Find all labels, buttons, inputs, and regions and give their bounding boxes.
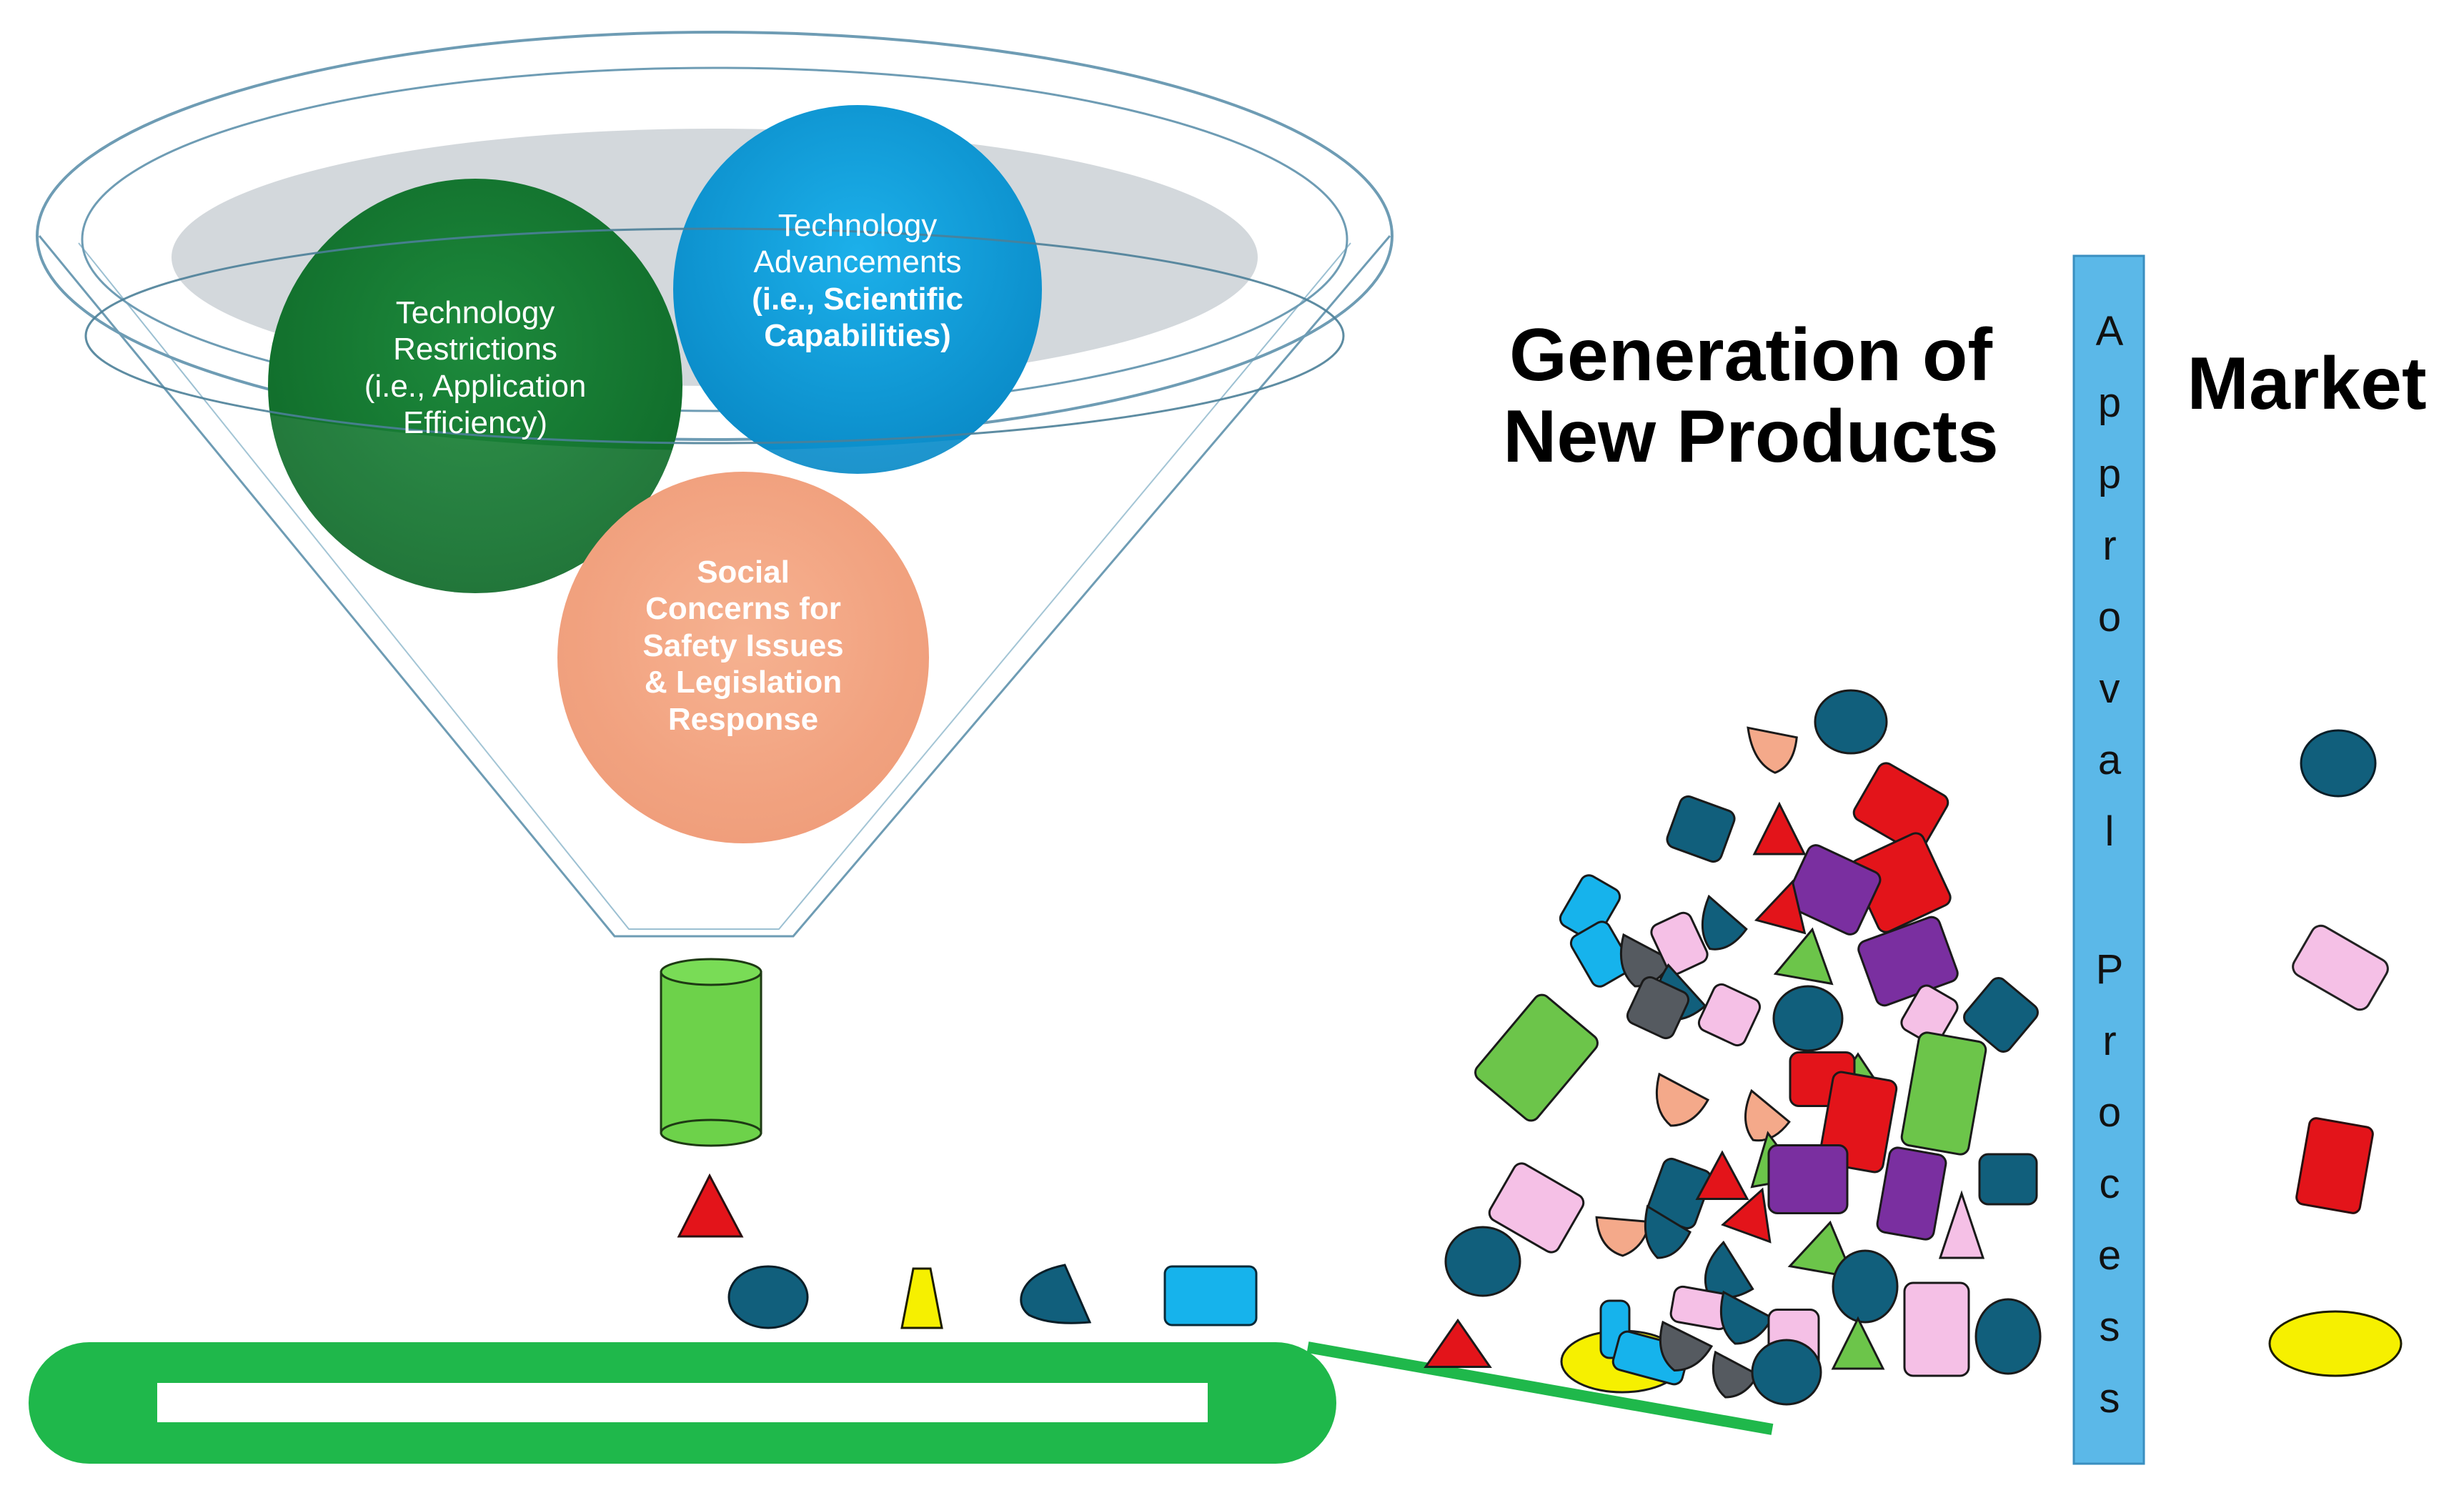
social-concerns-circle [557,472,929,843]
generation-heading-line: New Products [1503,395,1999,479]
technology-restrictions-label: Technology Restrictions (i.e., Applicati… [332,294,618,442]
product-shape [1666,795,1736,863]
approval-letter: o [2097,1089,2122,1136]
approval-process-bar [2072,254,2145,1465]
product-shape [1444,1226,1521,1297]
approval-letter: r [2102,1018,2117,1064]
market-oval-shape [2300,729,2377,798]
approval-letter: p [2097,380,2122,426]
circle-label-line: Social [697,555,790,590]
circle-label-line: Advancements [753,244,962,280]
approval-letter: l [2105,808,2115,855]
belt-trapezoid-shape [900,1267,943,1329]
technology-advancements-label: Technology Advancements (i.e., Scientifi… [715,207,1000,354]
product-shape [1773,927,1834,986]
product-shape [1655,1072,1710,1127]
approval-letter: o [2097,594,2122,640]
product-shape [1659,1320,1714,1372]
product-shape [1767,1144,1849,1214]
approval-letter: r [2102,522,2117,569]
product-shape [1626,976,1690,1040]
technology-advancements-circle [673,105,1042,474]
generation-heading: Generation of New Products [1444,314,2058,478]
product-shape [1900,1031,1987,1156]
product-shape [1701,894,1748,951]
product-pile [1424,689,2042,1406]
product-shape [1747,726,1798,774]
belt-rectangle-shape [1163,1265,1258,1326]
market-pink-rectangle-shape [2292,924,2389,1011]
market-red-rectangle-shape [2295,1117,2374,1214]
product-shape [1832,1249,1899,1324]
product-shape [1938,1190,1985,1259]
circle-label-line: Response [667,701,819,737]
product-shape [1852,762,1949,853]
product-shape [1721,1187,1772,1244]
approval-letter: s [2099,1304,2120,1350]
approval-letter: v [2099,665,2120,712]
circle-label-line: (i.e., Application [364,368,587,404]
circle-label-line: Restrictions [393,332,557,367]
product-shape [1650,911,1709,976]
belt-oval-shape [727,1265,809,1329]
circle-label-line: & Legislation [644,665,843,700]
product-shape [1784,844,1882,936]
circle-label-line: Capabilities) [764,318,951,354]
product-shape [1488,1162,1585,1254]
product-shape [1712,1350,1760,1399]
circle-label-line: Safety Issues [642,628,844,663]
product-shape [1644,1204,1691,1259]
belt-teardrop-shape [1020,1264,1092,1324]
product-shape [1772,985,1844,1052]
product-shape [1474,993,1599,1122]
product-shape [1752,801,1807,855]
product-shape [1831,1316,1885,1370]
product-shape [1697,983,1762,1047]
circle-label-line: (i.e., Scientific [752,281,963,317]
product-shape [1787,1220,1855,1279]
product-shape [1903,1281,1970,1377]
product-shape [1695,1150,1749,1200]
product-shape [1719,1290,1774,1345]
product-shape [1754,879,1807,935]
product-shape [1424,1318,1492,1368]
conveyor-belt [29,1341,1774,1464]
approval-letter: s [2099,1375,2120,1422]
technology-restrictions-circle [268,179,682,593]
approval-letter: e [2097,1232,2122,1279]
approval-letter: A [2095,308,2124,354]
circle-label-line: Efficiency) [402,405,548,441]
approval-letter: c [2099,1161,2120,1207]
product-shape [1744,1088,1791,1142]
approval-letter: p [2097,451,2122,497]
funnel-cone [38,235,1391,938]
product-shape [1978,1153,2038,1206]
product-shape [1974,1298,2042,1375]
funnel-spout [660,958,762,1147]
market-heading: Market [2187,342,2427,425]
generation-heading-line: Generation of [1509,314,1993,397]
product-shape [1876,1146,1947,1241]
product-shape [1814,689,1888,755]
circle-label-line: Technology [395,295,555,330]
market-yellow-ellipse-shape [2268,1310,2403,1377]
circle-label-line: Technology [778,208,938,243]
approval-letter: P [2095,946,2124,993]
approval-letter: a [2097,737,2122,783]
product-shape [1751,1339,1822,1406]
circle-label-line: Concerns for [645,591,841,627]
funnel-rim-outer [36,31,1394,441]
falling-triangle-shape [677,1173,744,1238]
product-shape [1569,921,1632,988]
product-shape [1900,984,1959,1046]
product-shape [1963,977,2039,1053]
social-concerns-label: Social Concerns for Safety Issues & Legi… [600,554,886,738]
